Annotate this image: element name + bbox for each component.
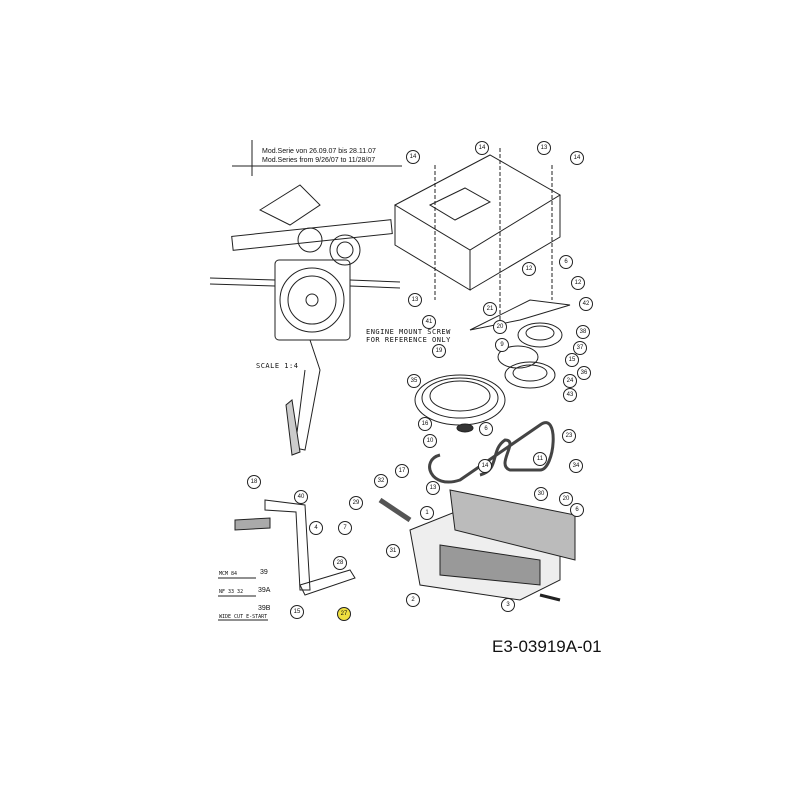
part-callout[interactable]: 13	[537, 141, 551, 155]
part-callout[interactable]: 43	[563, 388, 577, 402]
model-series-en: Mod.Series from 9/26/07 to 11/28/07	[262, 157, 376, 164]
part-callout[interactable]: 31	[386, 544, 400, 558]
part-callout[interactable]: 29	[349, 496, 363, 510]
part-callout[interactable]: 37	[573, 341, 587, 355]
part-callout[interactable]: 16	[418, 417, 432, 431]
drawing-number: E3-03919A-01	[492, 637, 602, 656]
part-callout[interactable]: 15	[565, 353, 579, 367]
part-callout[interactable]: 1	[420, 506, 434, 520]
part-callout-highlighted[interactable]: 27	[337, 607, 351, 621]
model-series-de: Mod.Serie von 26.09.07 bis 28.11.07	[262, 148, 376, 155]
part-callout[interactable]: 42	[579, 297, 593, 311]
part-callout[interactable]: 9	[495, 338, 509, 352]
part-callout[interactable]: 11	[533, 452, 547, 466]
variant-code: WIDE CUT E-START	[219, 614, 268, 620]
part-callout[interactable]: 10	[423, 434, 437, 448]
part-callout[interactable]: 14	[570, 151, 584, 165]
inset-assembly	[209, 184, 401, 456]
variant-part: 39A	[258, 587, 271, 594]
part-callout[interactable]: 7	[338, 521, 352, 535]
part-callout[interactable]: 20	[559, 492, 573, 506]
part-callout[interactable]: 35	[407, 374, 421, 388]
engine-mount-note: ENGINE MOUNT SCREW FOR REFERENCE ONLY	[366, 328, 451, 344]
part-callout[interactable]: 24	[563, 374, 577, 388]
part-callout[interactable]: 40	[294, 490, 308, 504]
part-callout[interactable]: 34	[569, 459, 583, 473]
drive-belt	[428, 421, 555, 484]
part-callout[interactable]: 6	[559, 255, 573, 269]
part-callout[interactable]: 6	[570, 503, 584, 517]
part-callout[interactable]: 2	[406, 593, 420, 607]
part-callout[interactable]: 14	[406, 150, 420, 164]
part-callout[interactable]: 30	[534, 487, 548, 501]
variant-code: MCM 84	[219, 571, 238, 577]
transmission	[409, 489, 576, 602]
part-callout[interactable]: 13	[426, 481, 440, 495]
part-callout[interactable]: 14	[475, 141, 489, 155]
part-callout[interactable]: 17	[395, 464, 409, 478]
part-callout[interactable]: 21	[483, 302, 497, 316]
part-callout[interactable]: 3	[501, 598, 515, 612]
part-callout[interactable]: 12	[571, 276, 585, 290]
shift-lever	[234, 497, 412, 596]
pulleys	[414, 299, 571, 433]
part-callout[interactable]: 15	[290, 605, 304, 619]
part-callout[interactable]: 18	[247, 475, 261, 489]
part-callout[interactable]: 12	[522, 262, 536, 276]
part-callout[interactable]: 36	[577, 366, 591, 380]
engine-mount-note-line1: ENGINE MOUNT SCREW	[366, 328, 451, 336]
part-callout[interactable]: 13	[408, 293, 422, 307]
variant-code: NF 33 32	[219, 589, 244, 595]
part-callout[interactable]: 38	[576, 325, 590, 339]
part-callout[interactable]: 6	[479, 422, 493, 436]
part-callout[interactable]: 19	[432, 344, 446, 358]
part-callout[interactable]: 41	[422, 315, 436, 329]
part-callout[interactable]: 4	[309, 521, 323, 535]
part-callout[interactable]: 23	[562, 429, 576, 443]
part-callout[interactable]: 20	[493, 320, 507, 334]
variant-part: 39	[260, 569, 268, 576]
scale-note: SCALE 1:4	[256, 362, 299, 370]
part-callout[interactable]: 28	[333, 556, 347, 570]
engine-mount-note-line2: FOR REFERENCE ONLY	[366, 336, 451, 344]
part-callout[interactable]: 14	[478, 459, 492, 473]
part-callout[interactable]: 32	[374, 474, 388, 488]
chassis-frame	[393, 148, 561, 330]
variant-part: 39B	[258, 605, 271, 612]
